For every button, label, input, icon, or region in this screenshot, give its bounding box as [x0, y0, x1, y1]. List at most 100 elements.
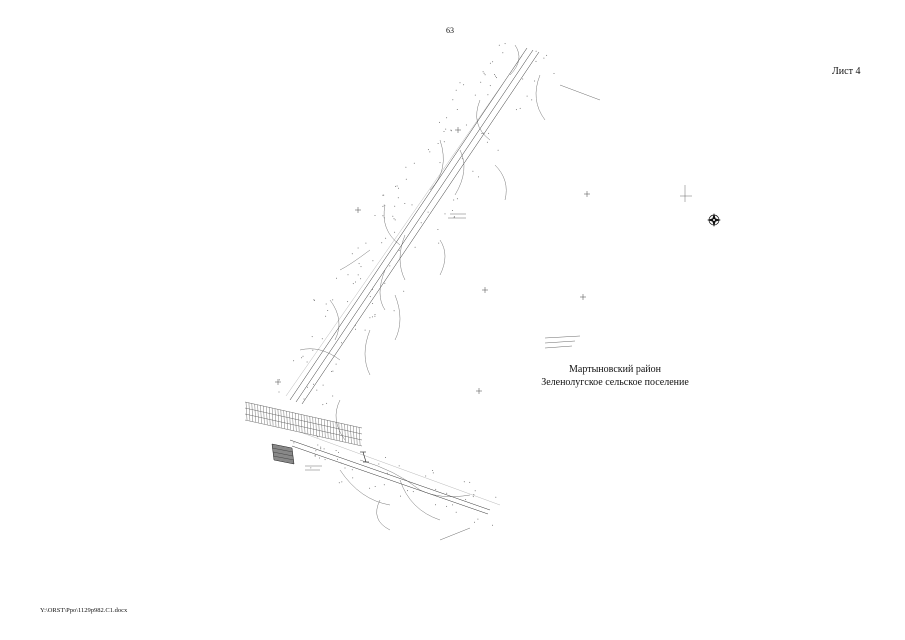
map-dot	[483, 72, 485, 74]
railway-tie	[271, 407, 274, 426]
map-dot	[323, 448, 325, 450]
map-dot	[384, 282, 386, 284]
map-dot	[374, 314, 376, 315]
map-dot	[322, 384, 324, 386]
railway-tie	[329, 420, 332, 439]
map-dot	[452, 504, 454, 506]
map-dot	[515, 109, 517, 111]
map-dot	[372, 260, 374, 262]
map-dot	[472, 496, 474, 498]
railway-tie	[318, 418, 320, 437]
road-corridor	[285, 47, 540, 405]
map-dot	[392, 215, 394, 217]
map-dot	[355, 328, 356, 330]
map-dot	[332, 370, 334, 372]
map-dot	[407, 490, 408, 492]
map-dot	[351, 253, 353, 255]
map-dot	[374, 486, 376, 487]
map-dot	[332, 299, 334, 301]
map-dot	[369, 487, 371, 489]
dimension-marker	[360, 451, 369, 463]
map-dot	[394, 231, 396, 233]
map-dot	[495, 496, 497, 498]
settlement-name: Зеленолугское сельское поселение	[541, 377, 689, 388]
railway-tie	[263, 405, 265, 424]
railway-tie	[274, 408, 277, 427]
map-dot	[411, 204, 413, 206]
railway-tie	[312, 416, 314, 435]
map-dot	[397, 197, 399, 199]
map-dot	[481, 133, 483, 134]
railway-tie	[321, 418, 323, 437]
map-dot	[443, 131, 445, 132]
railway-tie	[309, 416, 311, 435]
map-dot	[522, 78, 524, 80]
map-dot	[314, 454, 316, 456]
map-dot	[341, 342, 343, 344]
map-dot	[461, 158, 463, 160]
map-dot	[341, 481, 343, 483]
map-dot	[519, 107, 521, 109]
railway-tie	[257, 404, 259, 423]
map-dot	[335, 450, 337, 451]
map-dot	[535, 50, 537, 52]
map-dot	[393, 310, 395, 312]
map-dot	[319, 457, 320, 459]
railway-tie	[350, 425, 352, 444]
map-dot	[322, 404, 324, 406]
map-dot	[432, 470, 434, 471]
map-dot	[325, 303, 327, 305]
map-dot	[396, 185, 398, 187]
map-dot	[369, 317, 371, 319]
map-dot	[386, 472, 388, 474]
map-dot	[420, 222, 422, 224]
map-dot	[278, 379, 280, 381]
map-dot	[306, 361, 308, 363]
district-label: Мартыновский район Зеленолугское сельско…	[520, 363, 710, 389]
map-dot	[446, 505, 448, 507]
map-dot	[405, 166, 407, 168]
map-dot	[314, 455, 316, 457]
map-dot	[395, 185, 396, 187]
map-dot	[383, 484, 385, 486]
map-dot	[382, 205, 384, 207]
map-dot	[414, 246, 416, 248]
map-dot	[398, 249, 400, 251]
map-dot	[360, 278, 362, 280]
map-dot	[385, 457, 386, 458]
map-dot	[496, 77, 497, 79]
map-dot	[446, 117, 448, 119]
map-dot	[293, 442, 295, 444]
railway-tie	[277, 409, 280, 428]
map-dot	[404, 203, 406, 204]
map-dot	[405, 178, 407, 180]
map-dot	[278, 391, 280, 393]
map-dot	[534, 80, 536, 82]
map-dot	[374, 315, 376, 317]
contour-lines-left	[299, 44, 520, 361]
annotation-ticks	[305, 84, 692, 541]
map-dot	[316, 436, 318, 438]
railway-tie	[266, 406, 268, 425]
map-dot	[439, 162, 441, 164]
map-dot	[546, 54, 548, 56]
map-dot	[403, 290, 405, 292]
map-dot	[455, 511, 457, 513]
map-dot	[398, 187, 399, 189]
railway-tie	[341, 423, 343, 442]
map-dot	[489, 62, 491, 64]
map-dot	[347, 301, 349, 303]
map-dot	[473, 494, 475, 495]
map-dot	[364, 329, 366, 331]
map-dot	[344, 467, 346, 469]
page-number: 63	[446, 26, 454, 35]
map-dot	[474, 490, 476, 492]
map-dot	[412, 491, 414, 493]
map-dot	[352, 477, 354, 479]
map-dot	[382, 215, 384, 217]
map-dot	[311, 336, 313, 338]
railway-tie	[335, 422, 338, 441]
map-dot	[347, 274, 349, 276]
map-dot	[354, 324, 356, 326]
map-dot	[487, 94, 489, 96]
